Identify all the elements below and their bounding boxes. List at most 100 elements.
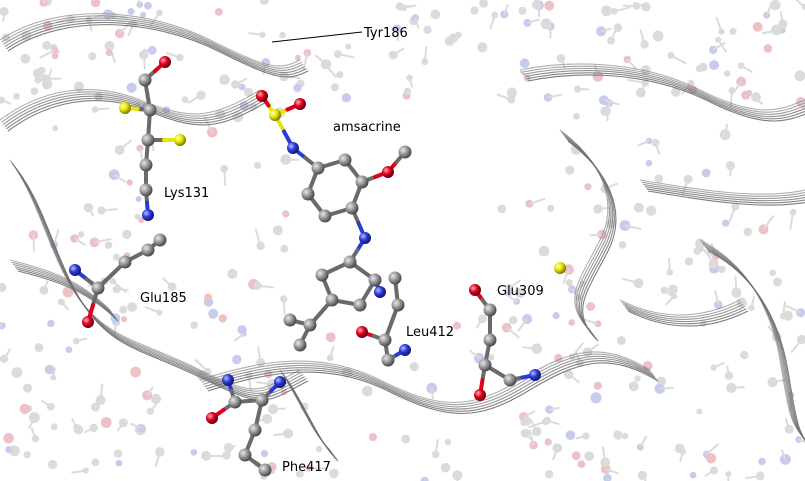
ribbon-strand [11, 161, 302, 392]
atom-n [374, 286, 386, 298]
atom-c [141, 133, 155, 147]
atom-c [355, 175, 369, 189]
ribbon-strand [567, 140, 617, 342]
ribbon-strand [526, 72, 805, 120]
ribbon-strand [626, 308, 747, 325]
ribbon-strand [7, 24, 309, 78]
ribbon-strand [704, 246, 805, 442]
atom-c [345, 201, 359, 215]
atom-n [142, 209, 154, 221]
atom-s [554, 262, 566, 274]
ribbon-strand [4, 19, 306, 74]
atom-c [238, 448, 252, 462]
ligand-atoms [69, 56, 566, 477]
atom-s [269, 109, 281, 121]
atom-c [391, 298, 405, 312]
atom-c [139, 158, 153, 172]
ribbon-strand [204, 358, 656, 410]
atom-c [318, 209, 332, 223]
atom-o [356, 326, 368, 338]
ribbon-strand [619, 299, 741, 316]
atom-o [469, 284, 481, 296]
label-amsacrine: amsacrine [333, 120, 401, 135]
atom-c [378, 333, 392, 347]
atom-c [139, 183, 153, 197]
atom-n [529, 369, 541, 381]
ribbon-strand [14, 266, 116, 317]
atom-n [399, 344, 411, 356]
atom-c [283, 313, 297, 327]
atom-c [483, 303, 497, 317]
atom-c [143, 103, 157, 117]
ribbon-strand [523, 67, 805, 115]
ribbon-strand [2, 93, 264, 125]
ribbon-strand [9, 159, 301, 390]
atom-c [258, 463, 272, 477]
ribbon-strand [707, 250, 805, 441]
atom-c [325, 293, 339, 307]
atom-o [382, 166, 394, 178]
tyr186-leader-line [271, 31, 363, 43]
atom-c [388, 271, 402, 285]
label-glu309: Glu309 [497, 284, 544, 299]
ribbon-strand [2, 17, 304, 71]
atom-c [153, 233, 167, 247]
atom-n [287, 142, 299, 154]
ribbon-strand [17, 270, 119, 322]
atom-n [274, 376, 286, 388]
label-tyr186: Tyr186 [364, 26, 408, 41]
protein-ribbons [0, 13, 805, 462]
ribbon-strand [207, 362, 659, 414]
atom-c [315, 268, 329, 282]
ribbon-strand [622, 303, 744, 320]
atom-c [255, 393, 269, 407]
ribbon-strand [13, 263, 114, 315]
ribbon-strand [203, 355, 654, 408]
ribbon-strand [0, 89, 261, 121]
atom-o [256, 90, 268, 102]
label-leu412: Leu412 [406, 325, 455, 340]
atom-c [398, 145, 412, 159]
ribbon-strand [702, 243, 805, 442]
atom-c [228, 395, 242, 409]
atom-o [82, 316, 94, 328]
atom-c [138, 73, 152, 87]
atom-o [474, 389, 486, 401]
ribbon-strand [206, 360, 657, 412]
ribbon-strand [644, 186, 805, 202]
atom-c [91, 281, 105, 295]
atom-o [159, 56, 171, 68]
atom-c [293, 338, 307, 352]
atom-c [248, 423, 262, 437]
ribbon-strand [521, 65, 805, 113]
ribbon-strand [11, 261, 112, 313]
atom-c [478, 358, 492, 372]
ribbon-strand [639, 179, 805, 195]
label-glu185: Glu185 [140, 291, 187, 306]
atom-c [338, 153, 352, 167]
atom-c [141, 243, 155, 257]
atom-c [301, 187, 315, 201]
ribbon-strand [287, 380, 339, 462]
atom-c [303, 318, 317, 332]
atom-c [343, 255, 357, 269]
ribbon-strand [643, 183, 805, 200]
atom-c [368, 273, 382, 287]
atom-o [206, 412, 218, 424]
ribbon-strand [527, 74, 805, 122]
ribbon-strand [0, 13, 301, 67]
atom-s [174, 134, 186, 146]
atom-c [483, 333, 497, 347]
ribbon-strand [9, 259, 111, 311]
atom-c [118, 255, 132, 269]
label-phe417: Phe417 [282, 460, 331, 475]
atom-c [381, 353, 395, 367]
ribbon-strand [519, 63, 805, 111]
atom-n [69, 264, 81, 276]
ribbon-strand [621, 301, 742, 318]
ribbon-strand [199, 351, 651, 403]
ribbon-strand [524, 70, 805, 118]
atom-n [359, 232, 371, 244]
ribbon-strand [706, 248, 805, 441]
